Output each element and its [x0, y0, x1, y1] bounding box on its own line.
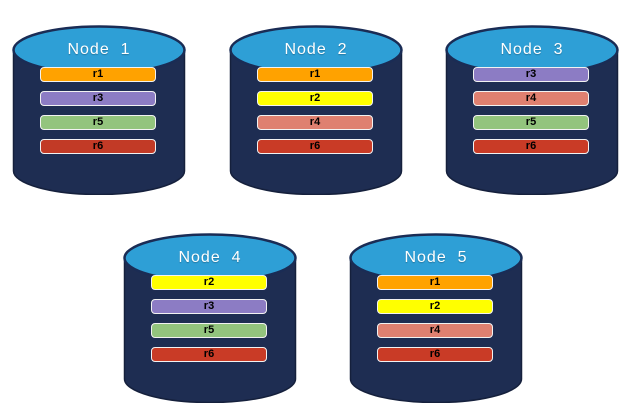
replica-bar: r1: [40, 67, 156, 82]
replica-bar: r6: [257, 139, 373, 154]
node-3: Node 3 r3 r4 r5 r6: [443, 5, 621, 195]
replica-bar: r1: [257, 67, 373, 82]
replica-bar: r4: [377, 323, 493, 338]
replica-bar: r2: [257, 91, 373, 106]
node-title: Node 5: [404, 249, 468, 266]
node-5: Node 5 r1 r2 r4 r6: [347, 213, 525, 403]
replica-bar: r5: [473, 115, 589, 130]
replica-bar: r4: [473, 91, 589, 106]
node-2: Node 2 r1 r2 r4 r6: [227, 5, 405, 195]
replica-bar: r5: [40, 115, 156, 130]
node-1: Node 1 r1 r3 r5 r6: [10, 5, 188, 195]
replica-bar: r5: [151, 323, 267, 338]
replica-bar: r6: [473, 139, 589, 154]
replica-bar: r4: [257, 115, 373, 130]
replica-bar: r2: [151, 275, 267, 290]
replica-bar: r6: [377, 347, 493, 362]
replica-list: r1 r2 r4 r6: [257, 67, 373, 154]
replica-bar: r2: [377, 299, 493, 314]
replica-bar: r3: [40, 91, 156, 106]
replica-bar: r6: [40, 139, 156, 154]
node-title: Node 1: [67, 41, 131, 58]
replica-list: r2 r3 r5 r6: [151, 275, 267, 362]
node-title: Node 3: [500, 41, 564, 58]
node-title: Node 4: [178, 249, 242, 266]
replica-bar: r3: [473, 67, 589, 82]
node-title: Node 2: [284, 41, 348, 58]
replica-bar: r6: [151, 347, 267, 362]
replica-bar: r1: [377, 275, 493, 290]
replica-list: r1 r2 r4 r6: [377, 275, 493, 362]
replica-list: r3 r4 r5 r6: [473, 67, 589, 154]
node-4: Node 4 r2 r3 r5 r6: [121, 213, 299, 403]
replica-list: r1 r3 r5 r6: [40, 67, 156, 154]
replica-bar: r3: [151, 299, 267, 314]
